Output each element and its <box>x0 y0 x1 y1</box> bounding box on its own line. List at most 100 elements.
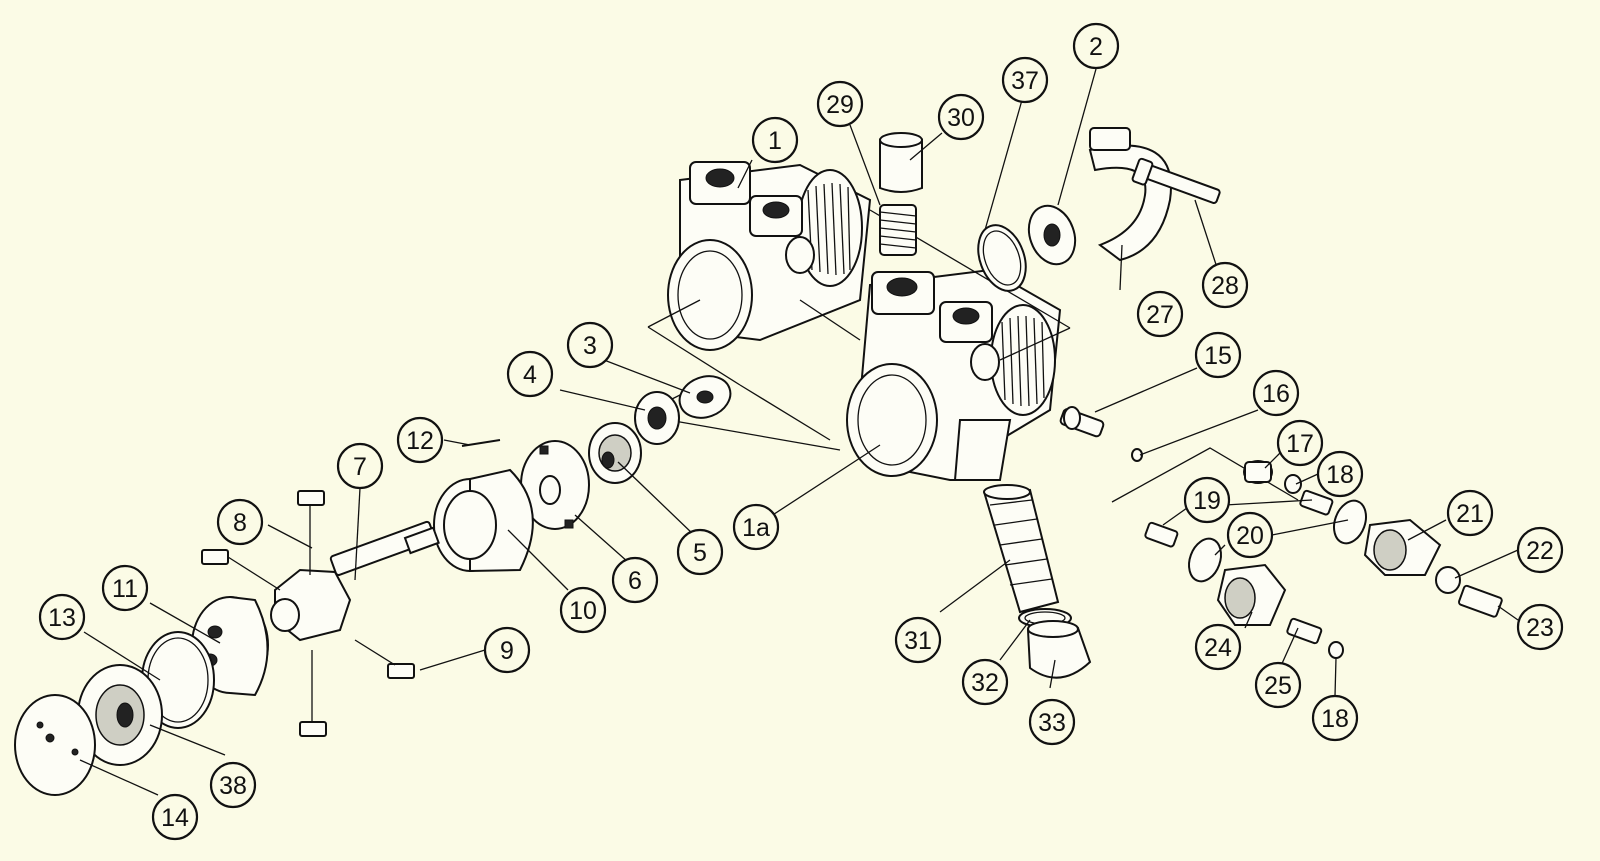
callout-9: 9 <box>483 626 531 674</box>
cap-30 <box>879 132 923 193</box>
svg-text:21: 21 <box>1456 500 1484 528</box>
svg-text:8: 8 <box>233 509 247 537</box>
nut-22 <box>1435 566 1461 594</box>
svg-text:22: 22 <box>1526 537 1554 565</box>
callout-19: 19 <box>1183 476 1231 524</box>
o-ring-20b <box>1188 537 1222 583</box>
callout-31: 31 <box>894 616 942 664</box>
seal-38 <box>77 664 163 766</box>
callout-1a: 1a <box>732 503 780 551</box>
callout-6: 6 <box>611 556 659 604</box>
fitting-17 <box>1243 460 1273 484</box>
svg-text:12: 12 <box>406 427 434 455</box>
callout-4: 4 <box>506 350 554 398</box>
washer-16 <box>1131 448 1143 462</box>
svg-text:25: 25 <box>1264 672 1292 700</box>
callout-14: 14 <box>151 793 199 841</box>
washer-18b <box>1328 641 1344 659</box>
svg-text:24: 24 <box>1204 634 1232 662</box>
svg-text:6: 6 <box>628 567 642 595</box>
callout-18-lower: 18 <box>1311 694 1359 742</box>
svg-text:33: 33 <box>1038 709 1066 737</box>
svg-text:20: 20 <box>1236 522 1264 550</box>
callout-16: 16 <box>1252 369 1300 417</box>
washer-18a <box>1284 474 1302 494</box>
callouts: 1 1a 2 3 4 5 6 7 <box>38 22 1564 841</box>
o-ring-37 <box>977 224 1027 292</box>
parts-layer <box>14 127 1503 796</box>
svg-text:28: 28 <box>1211 272 1239 300</box>
bolt-28 <box>1131 157 1221 204</box>
callout-38: 38 <box>209 761 257 809</box>
callout-3: 3 <box>566 321 614 369</box>
pump-body-1 <box>667 161 872 351</box>
callout-8: 8 <box>216 498 264 546</box>
cover-14 <box>14 694 96 796</box>
callout-11: 11 <box>101 564 149 612</box>
cover-6 <box>520 440 590 530</box>
svg-text:2: 2 <box>1089 33 1103 61</box>
svg-text:18: 18 <box>1326 461 1354 489</box>
callout-37: 37 <box>1001 56 1049 104</box>
callout-20: 20 <box>1226 511 1274 559</box>
callout-29: 29 <box>816 80 864 128</box>
svg-text:13: 13 <box>48 604 76 632</box>
callout-28: 28 <box>1201 261 1249 309</box>
rotor-8 <box>270 568 352 642</box>
callout-33: 33 <box>1028 698 1076 746</box>
callout-12: 12 <box>396 416 444 464</box>
o-ring-20a <box>1333 499 1367 545</box>
callout-13: 13 <box>38 593 86 641</box>
spring-29 <box>879 204 917 256</box>
clamp-27 <box>1088 127 1172 262</box>
svg-text:32: 32 <box>971 669 999 697</box>
callout-7: 7 <box>336 442 384 490</box>
svg-text:7: 7 <box>353 453 367 481</box>
nut-33 <box>1026 620 1092 679</box>
callout-25: 25 <box>1254 661 1302 709</box>
shaft-7 <box>329 520 440 576</box>
svg-text:10: 10 <box>569 597 597 625</box>
callout-30: 30 <box>937 93 985 141</box>
callout-18-upper: 18 <box>1316 450 1364 498</box>
callout-17: 17 <box>1276 419 1324 467</box>
pump-body-1a <box>846 268 1062 481</box>
svg-text:27: 27 <box>1146 301 1174 329</box>
callout-15: 15 <box>1194 331 1242 379</box>
bearing-2 <box>1027 204 1077 266</box>
svg-text:31: 31 <box>904 627 932 655</box>
callout-32: 32 <box>961 658 1009 706</box>
seal-5 <box>588 422 642 484</box>
svg-text:29: 29 <box>826 91 854 119</box>
svg-text:16: 16 <box>1262 380 1290 408</box>
fitting-24 <box>1216 563 1287 626</box>
callout-2: 2 <box>1072 22 1120 70</box>
svg-text:17: 17 <box>1286 430 1314 458</box>
callout-24: 24 <box>1194 623 1242 671</box>
callout-27: 27 <box>1136 290 1184 338</box>
svg-text:30: 30 <box>947 104 975 132</box>
svg-text:15: 15 <box>1204 342 1232 370</box>
spring-19a <box>1299 489 1334 516</box>
callout-21: 21 <box>1446 489 1494 537</box>
filter-31 <box>983 484 1060 614</box>
callout-10: 10 <box>559 586 607 634</box>
svg-text:14: 14 <box>161 804 189 832</box>
svg-text:18: 18 <box>1321 705 1349 733</box>
vanes-9 <box>201 490 415 737</box>
callout-5: 5 <box>676 528 724 576</box>
svg-text:1: 1 <box>768 127 782 155</box>
svg-text:23: 23 <box>1526 614 1554 642</box>
svg-text:1a: 1a <box>742 514 770 542</box>
screw-23 <box>1458 584 1503 618</box>
svg-text:3: 3 <box>583 332 597 360</box>
svg-text:4: 4 <box>523 361 537 389</box>
svg-text:5: 5 <box>693 539 707 567</box>
svg-text:9: 9 <box>500 637 514 665</box>
svg-text:37: 37 <box>1011 67 1039 95</box>
svg-text:19: 19 <box>1193 487 1221 515</box>
spring-19b <box>1144 521 1179 548</box>
leader-lines <box>79 68 1519 796</box>
housing-10 <box>433 468 534 573</box>
